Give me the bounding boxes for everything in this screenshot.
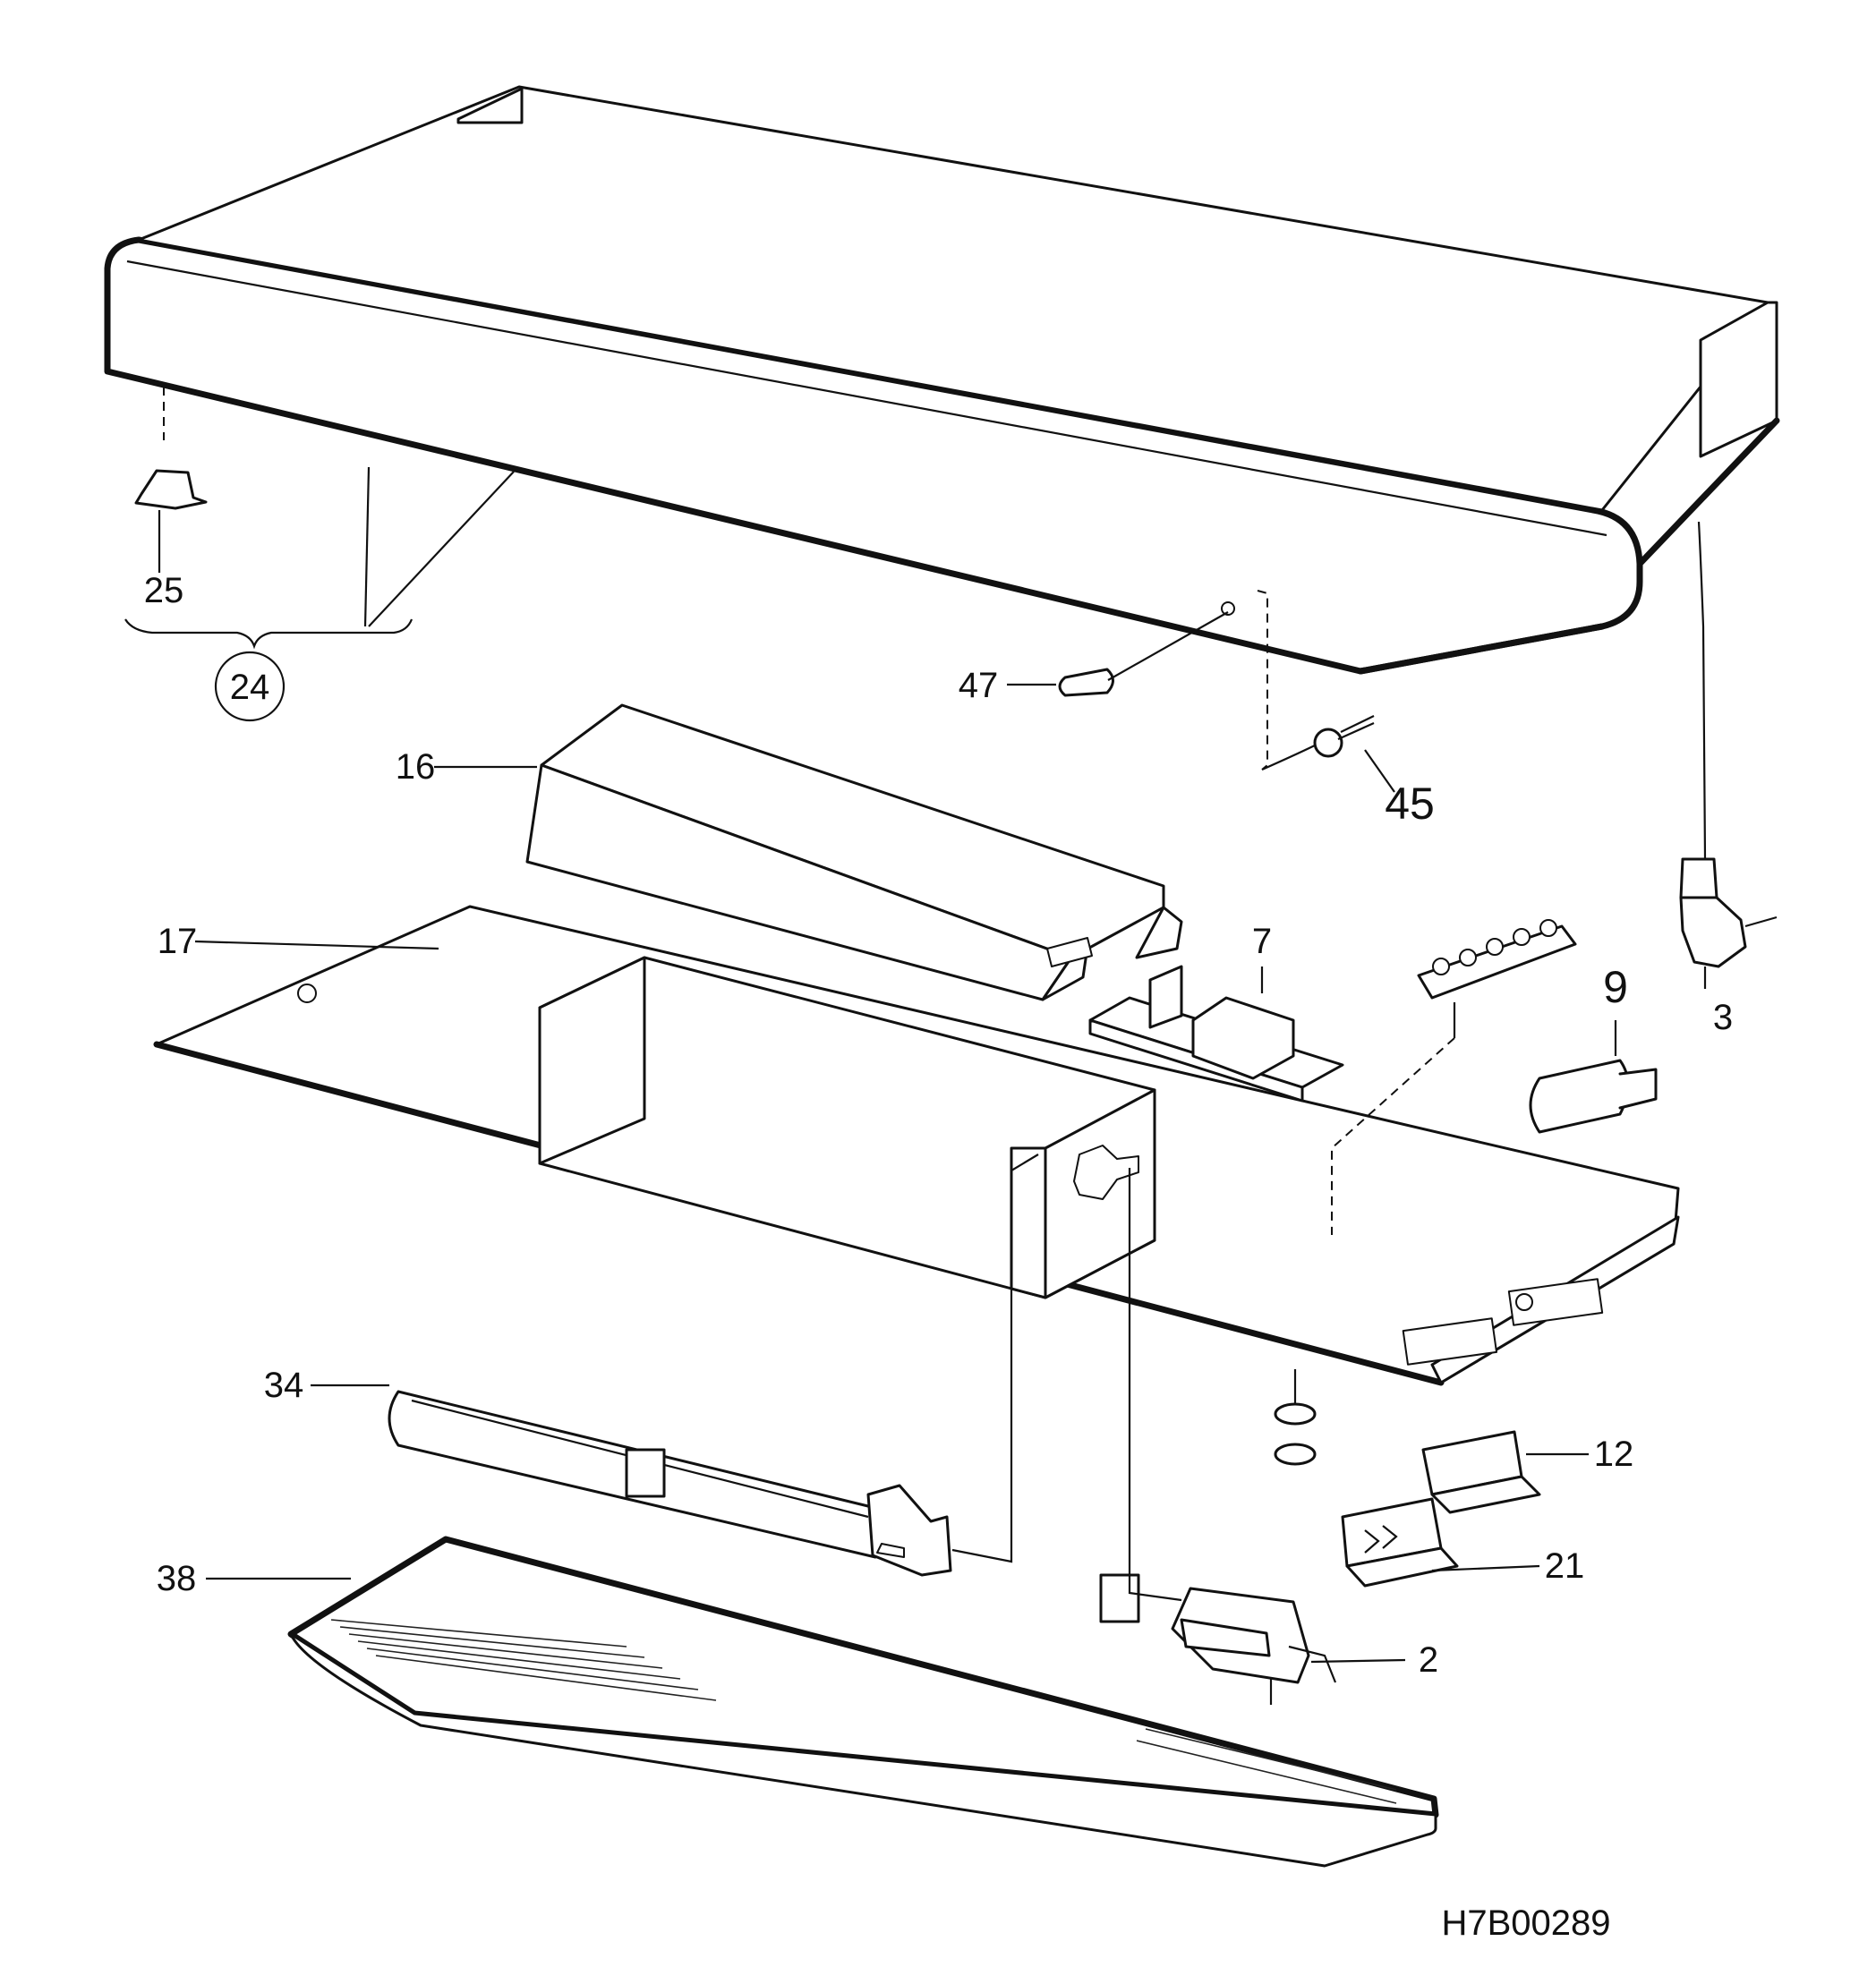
label-21: 21 xyxy=(1545,1546,1585,1586)
diffuser-hatch xyxy=(330,1619,1397,1804)
label-24: 24 xyxy=(230,668,270,707)
chassis-plate-17: 17 xyxy=(153,905,1680,1386)
label-17: 17 xyxy=(158,922,198,961)
clip-25: 25 xyxy=(134,469,208,610)
transformer-7: 7 xyxy=(1088,922,1344,1103)
label-34: 34 xyxy=(264,1366,304,1405)
label-38: 38 xyxy=(157,1559,197,1598)
hood-housing xyxy=(104,85,1780,675)
power-cord-3: 3 xyxy=(1679,521,1778,1037)
diffuser-38: 38 xyxy=(157,1448,1439,1868)
label-3: 3 xyxy=(1713,998,1733,1037)
label-16: 16 xyxy=(396,747,436,787)
switch-12: 12 xyxy=(1421,1430,1634,1514)
drawing-code: H7B00289 xyxy=(1441,1903,1610,1943)
switch-21: 21 xyxy=(1341,1497,1585,1588)
label-25: 25 xyxy=(144,571,184,610)
label-7: 7 xyxy=(1252,922,1272,961)
label-2: 2 xyxy=(1419,1640,1438,1680)
indicator-47: 47 xyxy=(959,611,1229,705)
label-45: 45 xyxy=(1385,779,1435,829)
capacitor-9: 9 xyxy=(1529,962,1658,1134)
washers xyxy=(1274,1369,1317,1466)
callout-24: 24 xyxy=(124,466,515,722)
terminal-block xyxy=(1331,919,1577,1235)
label-12: 12 xyxy=(1594,1435,1634,1474)
lamp-holder-2: 2 xyxy=(1128,1168,1438,1705)
ballast-cover-16: 16 xyxy=(396,703,1183,1001)
label-47: 47 xyxy=(959,666,999,705)
label-9: 9 xyxy=(1603,962,1628,1012)
lamp-45: 45 xyxy=(1257,590,1435,829)
